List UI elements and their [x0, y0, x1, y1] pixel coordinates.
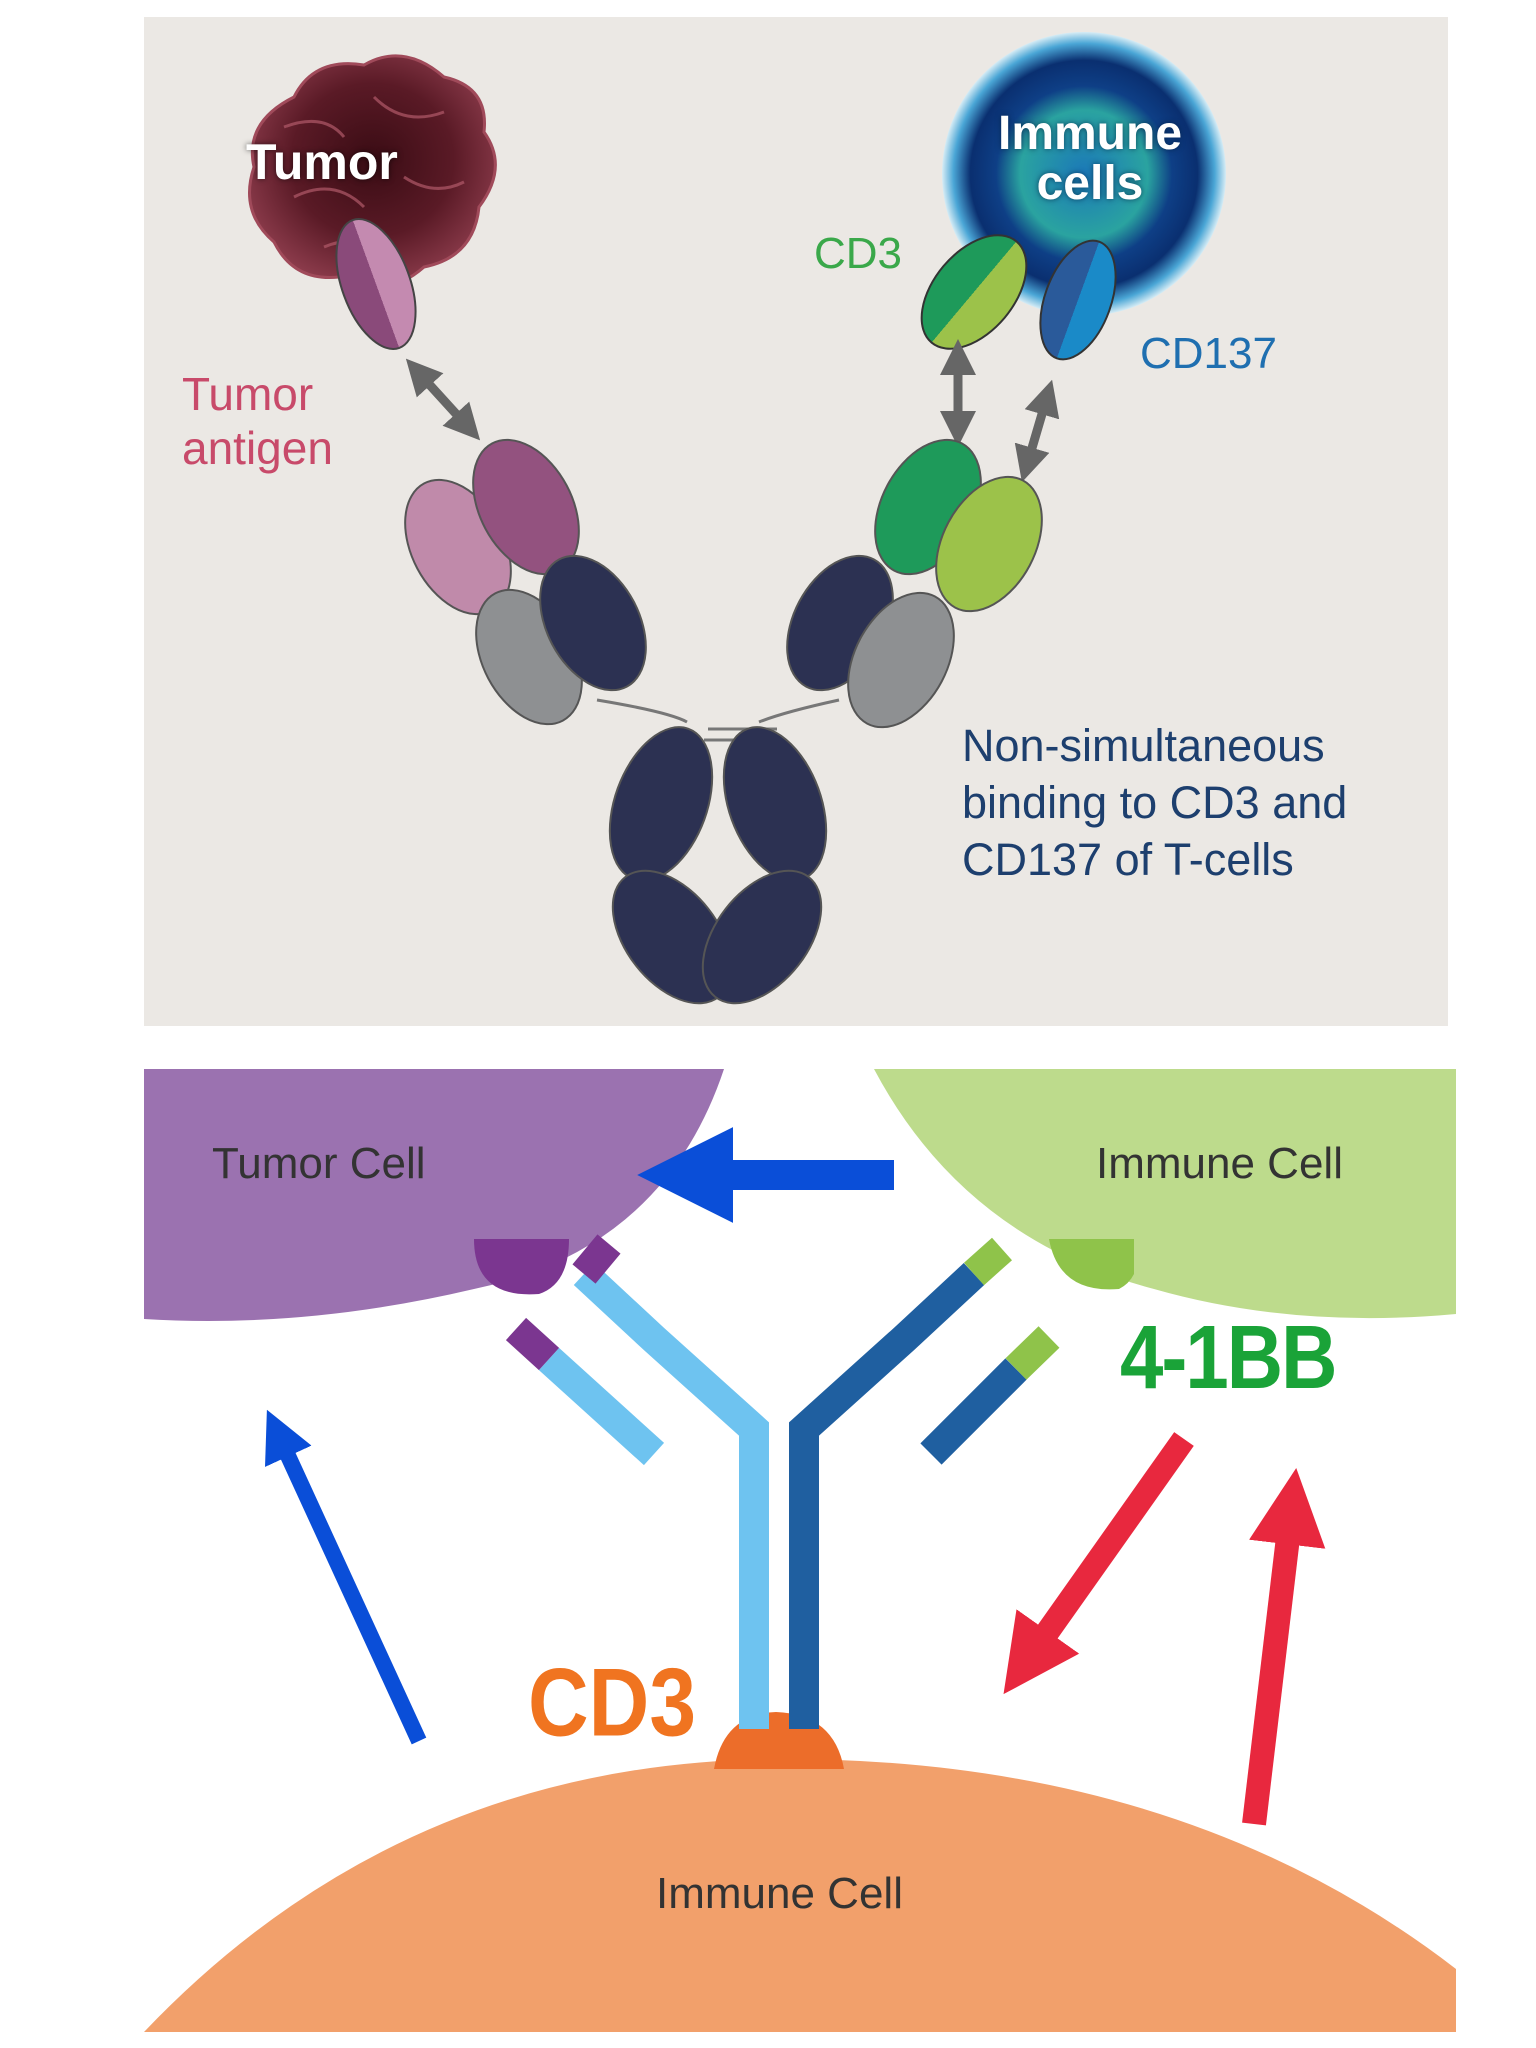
- binding-note-label: Non-simultaneous binding to CD3 and CD13…: [962, 720, 1348, 885]
- bottom-diagram-graphics: [144, 1069, 1456, 2032]
- immune-cell-shape-right: [874, 1069, 1456, 1319]
- cd3-label: CD3: [814, 229, 903, 278]
- cd3-receptor-shape: [920, 234, 1028, 350]
- top-diagram-graphics: [248, 32, 1226, 1005]
- tumor-receptor-shape: [474, 1239, 569, 1295]
- bispecific-antibody-binding-diagram: Tumor Immune cells CD3 CD137 Tumor antig…: [144, 17, 1448, 1026]
- bispecific-antibody-bottom: [505, 1234, 1060, 1729]
- cd137-label: CD137: [1140, 329, 1277, 378]
- immune-cell-label-right: Immune Cell: [1096, 1139, 1343, 1188]
- immune-cell-shape-bottom: [144, 1759, 1456, 2032]
- tumor-label: Tumor: [246, 134, 398, 190]
- cd137-receptor-shape: [1039, 239, 1117, 361]
- cell-engagement-diagram: Tumor Cell Immune Cell 4-1BB CD3 Immune …: [144, 1069, 1456, 2032]
- receptor-cd3-label: CD3: [528, 1648, 697, 1757]
- tumor-antigen-shape: [335, 218, 417, 350]
- cd3-receptor-bump: [714, 1712, 844, 1769]
- tumor-cell-label: Tumor Cell: [212, 1139, 426, 1188]
- receptor-4-1bb-shape: [1049, 1239, 1134, 1290]
- arrow-red-up: [1242, 1467, 1326, 1826]
- tumor-cell: [248, 54, 497, 289]
- tumor-cell-shape: [144, 1069, 724, 1321]
- receptor-4-1bb-label: 4-1BB: [1120, 1306, 1337, 1408]
- arrow-blue-left: [265, 1409, 427, 1745]
- tumor-antigen-label: Tumor antigen: [182, 368, 333, 474]
- immune-cell-label-bottom: Immune Cell: [656, 1869, 903, 1918]
- binding-arrow-cd137: [1014, 379, 1060, 483]
- binding-arrow-tumor: [405, 358, 481, 441]
- bispecific-antibody: [404, 438, 1043, 1005]
- immune-cells-label: Immune cells: [997, 107, 1183, 210]
- arrow-red-down: [1003, 1432, 1194, 1695]
